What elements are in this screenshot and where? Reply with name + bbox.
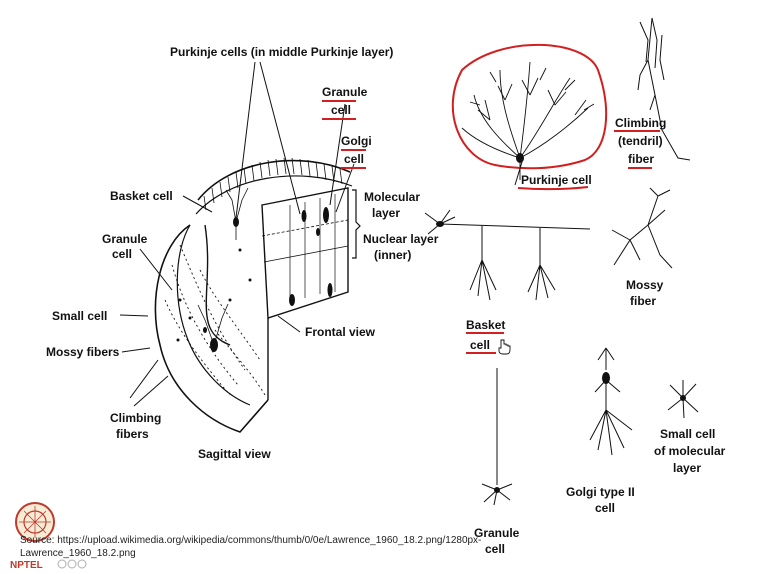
golgi-type-ii-soma: [602, 372, 610, 384]
label-golgi-top-2: cell: [344, 152, 364, 166]
mossy-fiber-illustration: [612, 188, 672, 268]
label-mossy-fiber-1: Mossy: [626, 278, 664, 292]
cursor-hand-icon: [499, 340, 510, 354]
nptel-logo-text: NPTEL: [10, 560, 43, 571]
label-climbing-fiber-2: (tendril): [618, 134, 663, 148]
label-nuclear-2: (inner): [374, 248, 411, 262]
label-golgi-type-1: Golgi type II: [566, 485, 635, 499]
label-purkinje-cells: Purkinje cells (in middle Purkinje layer…: [170, 45, 393, 59]
label-mossy-fibers: Mossy fibers: [46, 345, 120, 359]
label-climbing-fibers-2: fibers: [116, 427, 149, 441]
label-molecular-2: layer: [372, 206, 400, 220]
red-annotations: [322, 101, 660, 353]
source-line-1: Source: https://upload.wikimedia.org/wik…: [20, 535, 481, 546]
label-climbing-fiber-1: Climbing: [615, 116, 666, 130]
label-granule-cell-2: cell: [485, 542, 505, 556]
diagram-labels: Purkinje cells (in middle Purkinje layer…: [46, 45, 726, 556]
label-basket-cell-2: cell: [470, 338, 490, 352]
label-granule-top-1: Granule: [322, 85, 368, 99]
granule-cell-illustration: [482, 368, 512, 505]
label-small-cell-mol-2: of molecular: [654, 444, 726, 458]
label-mossy-fiber-2: fiber: [630, 294, 656, 308]
basket-cell-soma: [436, 221, 444, 227]
label-frontal-view: Frontal view: [305, 325, 376, 339]
label-golgi-top-1: Golgi: [341, 134, 372, 148]
source-line-2: Lawrence_1960_18.2.png: [20, 548, 136, 559]
label-granule-top-2: cell: [331, 103, 351, 117]
label-granule-left-2: cell: [112, 247, 132, 261]
cerebellum-block-illustration: [155, 158, 360, 432]
label-purkinje-cell: Purkinje cell: [521, 173, 592, 187]
label-small-cell-mol-3: layer: [673, 461, 701, 475]
label-molecular-1: Molecular: [364, 190, 420, 204]
label-basket-cell-1: Basket: [466, 318, 505, 332]
label-climbing-fiber-3: fiber: [628, 152, 654, 166]
label-small-cell-mol-1: Small cell: [660, 427, 715, 441]
purkinje-cell-underline: [518, 187, 588, 189]
granule-cell-soma: [494, 487, 500, 493]
label-climbing-fibers-1: Climbing: [110, 411, 161, 425]
label-basket-cell-left: Basket cell: [110, 189, 173, 203]
label-nuclear-1: Nuclear layer: [363, 232, 439, 246]
label-granule-left-1: Granule: [102, 232, 148, 246]
label-small-cell: Small cell: [52, 309, 107, 323]
basket-cell-illustration: [425, 210, 590, 300]
small-cell-soma: [680, 395, 686, 401]
label-golgi-type-2: cell: [595, 501, 615, 515]
golgi-type-ii-illustration: [590, 348, 632, 455]
label-sagittal-view: Sagittal view: [198, 447, 271, 461]
